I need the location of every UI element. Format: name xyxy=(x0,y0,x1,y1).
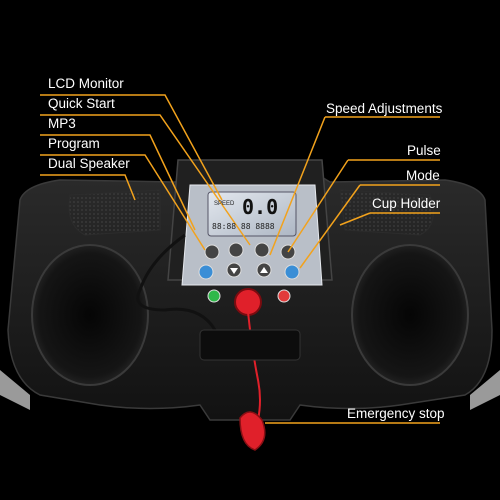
program-button[interactable] xyxy=(204,244,220,260)
lcd-speed-label: SPEED xyxy=(214,201,235,207)
cup-holder-icon xyxy=(351,244,469,386)
mode-button[interactable] xyxy=(284,264,300,280)
safety-key-icon[interactable] xyxy=(234,288,262,316)
label-mp3: MP3 xyxy=(48,116,76,131)
front-slot xyxy=(199,329,301,361)
quick-start-button[interactable] xyxy=(254,242,270,258)
cup-holder-icon xyxy=(31,244,149,386)
label-speed-adjustments: Speed Adjustments xyxy=(326,101,443,116)
lcd-readout: 88:88 88 8888 xyxy=(212,222,275,231)
lcd-screen xyxy=(207,191,297,237)
start-button-icon[interactable] xyxy=(207,289,221,303)
mp3-cable xyxy=(136,233,217,331)
safety-key-clip xyxy=(239,411,266,451)
label-lcd-monitor: LCD Monitor xyxy=(48,76,124,91)
lcd-speed-value: 0.0 xyxy=(242,195,279,219)
label-mode: Mode xyxy=(406,168,440,183)
callout-lines xyxy=(40,94,440,424)
label-program: Program xyxy=(48,136,100,151)
stop-button-icon[interactable] xyxy=(277,289,291,303)
arrow-up-icon xyxy=(260,267,268,273)
arrow-down-icon xyxy=(230,268,238,274)
right-rail xyxy=(470,370,500,410)
mp3-button[interactable] xyxy=(228,242,244,258)
label-quick-start: Quick Start xyxy=(48,96,115,111)
side-button-left[interactable] xyxy=(198,264,214,280)
label-emergency-stop: Emergency stop xyxy=(347,406,445,421)
label-dual-speaker: Dual Speaker xyxy=(48,156,130,171)
label-pulse: Pulse xyxy=(407,143,441,158)
left-rail xyxy=(0,370,30,410)
speaker-grille-icon xyxy=(68,189,161,236)
label-cup-holder: Cup Holder xyxy=(372,196,441,211)
